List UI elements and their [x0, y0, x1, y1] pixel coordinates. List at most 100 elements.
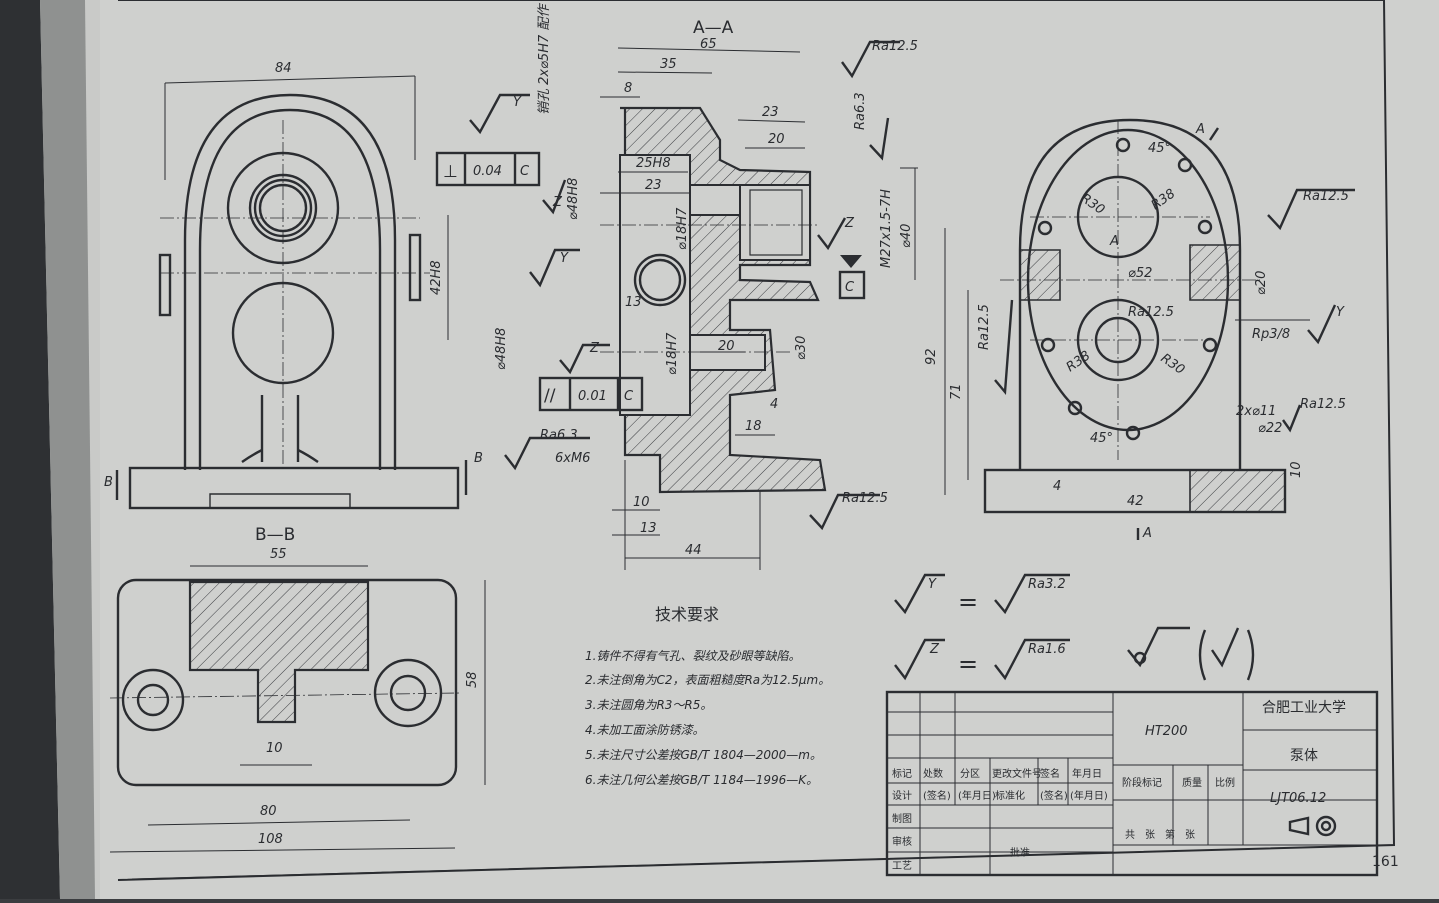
svg-text:制图: 制图 — [892, 812, 912, 825]
svg-text:C: C — [624, 389, 634, 404]
dim-48h8a: ⌀48H8 — [566, 178, 581, 220]
svg-text:(年月日): (年月日) — [1070, 789, 1108, 802]
datum-c: C — [838, 255, 866, 300]
part-name: 泵体 — [1290, 748, 1318, 764]
ra12-5-hole: Ra12.5 — [1300, 397, 1346, 412]
svg-text:(签名): (签名) — [923, 789, 951, 802]
svg-text:标记: 标记 — [892, 768, 912, 780]
rough-y-2: Y — [560, 251, 569, 266]
holes-2x11: 2x⌀11 — [1236, 404, 1276, 419]
thread-6xm6: 6xM6 — [555, 451, 590, 466]
dim-13b: 13 — [640, 521, 657, 536]
tech-item-3: 3.未注圆角为R3～R5。 — [585, 698, 712, 712]
svg-text:Z: Z — [929, 642, 940, 657]
ra12-5-vertical: Ra12.5 — [977, 304, 992, 350]
section-title-aa: A—A — [693, 18, 734, 38]
tech-item-1: 1.铸件不得有气孔、裂纹及砂眼等缺陷。 — [585, 649, 800, 663]
svg-text:审核: 审核 — [892, 835, 912, 848]
dim-18: 18 — [745, 419, 762, 434]
front-view: 84 42H8 B B — [104, 61, 483, 510]
tech-title: 技术要求 — [655, 605, 719, 624]
title-block: 标记 处数 分区 更改文件号 签名 年月日 设计 (签名) (年月日) 标准化 … — [885, 690, 1379, 877]
dim-35: 35 — [660, 57, 677, 72]
rough-y-side: Y — [1336, 305, 1345, 320]
dim-4: 4 — [770, 397, 778, 412]
svg-text:质量: 质量 — [1182, 777, 1202, 789]
rib-section — [188, 580, 370, 724]
dim-25h8: 25H8 — [636, 156, 671, 171]
svg-text:设计: 设计 — [892, 789, 912, 802]
tech-item-4: 4.未加工面涂防锈漆。 — [585, 723, 704, 737]
dim-20a: 20 — [768, 132, 785, 147]
dim-30: ⌀30 — [794, 336, 809, 360]
svg-text:(签名): (签名) — [1040, 789, 1068, 802]
rp-3-8: Rp3/8 — [1252, 327, 1290, 342]
svg-text:标准化: 标准化 — [995, 789, 1025, 802]
svg-text:批准: 批准 — [1010, 846, 1030, 859]
dim-84: 84 — [275, 61, 292, 76]
svg-text:=: = — [958, 650, 978, 678]
roughness-legend: Y = Ra3.2 Z = Ra1.6 — [894, 573, 1255, 681]
thread-m27: M27x1.5-7H — [879, 189, 894, 268]
label-a-bottom: A — [1142, 526, 1152, 541]
dim-10: 10 — [633, 495, 650, 510]
svg-text://: // — [544, 386, 556, 406]
parallelism-frame: // 0.01 C — [538, 376, 644, 412]
projection-symbol-icon — [1288, 815, 1337, 837]
dim-55: 55 — [270, 547, 287, 562]
svg-text:处数: 处数 — [923, 767, 943, 780]
svg-text:(年月日): (年月日) — [958, 789, 996, 802]
svg-text:共 张 第 张: 共 张 第 张 — [1125, 828, 1195, 841]
page-number: 161 — [1372, 854, 1399, 870]
ra6-3-left: Ra6.3 — [540, 428, 578, 443]
rough-y-1: Y — [513, 95, 522, 110]
dim-58: 58 — [465, 671, 480, 688]
dim-108: 108 — [258, 832, 283, 847]
side-view: 45° 45° R30 R38 R38 R30 A ⌀52 Ra12.5 ⌀20… — [924, 118, 1355, 541]
tech-item-2: 2.未注倒角为C2，表面粗糙度Ra为12.5μm。 — [585, 673, 830, 687]
rough-z-1: Z — [552, 195, 563, 210]
ra12-5-bottom: Ra12.5 — [842, 491, 888, 506]
ra12-5-right: Ra12.5 — [1303, 189, 1349, 204]
dim-80: 80 — [260, 804, 277, 819]
dim-10-bb: 10 — [266, 741, 283, 756]
svg-text:Y: Y — [928, 577, 937, 592]
section-mark-b-left: B — [104, 475, 113, 490]
svg-text:分区: 分区 — [960, 768, 980, 780]
svg-text:C: C — [845, 280, 855, 295]
ra12-5-top: Ra12.5 — [872, 39, 918, 54]
dim-45b: 45° — [1090, 431, 1113, 446]
svg-text:Ra3.2: Ra3.2 — [1028, 577, 1066, 592]
svg-text:阶段标记: 阶段标记 — [1122, 776, 1162, 789]
svg-text:⊥: ⊥ — [443, 162, 458, 182]
dim-44: 44 — [685, 543, 702, 558]
dim-48h8b: ⌀48H8 — [494, 328, 509, 370]
dim-18h7b: ⌀18H7 — [665, 332, 680, 375]
svg-text:比例: 比例 — [1215, 776, 1235, 789]
rough-z-3: Z — [844, 216, 855, 231]
svg-text:年月日: 年月日 — [1072, 767, 1102, 780]
dim-18h7a: ⌀18H7 — [675, 207, 690, 250]
dim-45a: 45° — [1148, 141, 1171, 156]
pin-hole-note: 销孔 2x⌀5H7 配作 — [537, 3, 552, 115]
svg-text:0.04: 0.04 — [473, 164, 502, 179]
svg-text:C: C — [520, 164, 530, 179]
dim-4-side: 4 — [1053, 479, 1061, 494]
ra12-5-inner: Ra12.5 — [1128, 305, 1174, 320]
dim-71: 71 — [949, 383, 964, 400]
tech-item-5: 5.未注尺寸公差按GB/T 1804—2000—m。 — [585, 748, 822, 762]
dim-10-side: 10 — [1289, 461, 1304, 478]
material-text: HT200 — [1145, 724, 1188, 739]
dim-23a: 23 — [762, 105, 779, 120]
technical-requirements: 技术要求 1.铸件不得有气孔、裂纹及砂眼等缺陷。 2.未注倒角为C2，表面粗糙度… — [585, 605, 830, 787]
dim-40: ⌀40 — [899, 224, 914, 248]
dim-42: 42 — [1127, 494, 1144, 509]
tech-item-6: 6.未注几何公差按GB/T 1184—1996—K。 — [585, 773, 818, 787]
svg-text:=: = — [958, 588, 978, 616]
dim-65: 65 — [700, 37, 717, 52]
section-mark-b-right: B — [474, 451, 483, 466]
rough-z-2: Z — [589, 341, 600, 356]
ra6-3-top: Ra6.3 — [853, 92, 868, 130]
